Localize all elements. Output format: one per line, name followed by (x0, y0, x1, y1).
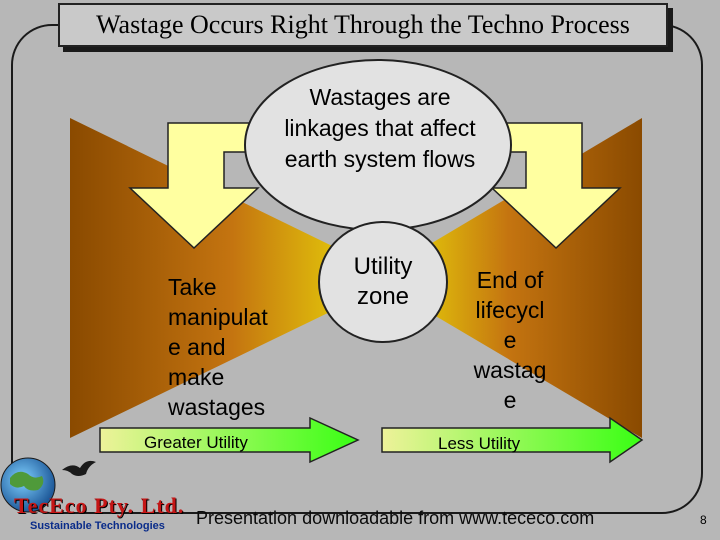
take-manipulate-text: Take manipulat e and make wastages (168, 274, 268, 420)
end-of-lifecycle-text: End of lifecycl e wastag e (473, 267, 547, 413)
globe-icon (0, 457, 56, 513)
utility-circle (318, 221, 448, 343)
footer-text: Presentation downloadable from www.tecec… (196, 508, 595, 528)
greater-utility-arrow (99, 416, 360, 464)
bird-icon (62, 460, 96, 476)
greater-utility-label: Greater Utility (144, 433, 248, 452)
company-tagline: Sustainable Technologies (30, 520, 165, 532)
less-utility-arrow (381, 416, 644, 464)
page-number: 8 (700, 513, 707, 527)
company-logo: TecEco Pty. Ltd. (14, 493, 185, 518)
utility-zone-label: Utility zone (353, 253, 413, 310)
slide-title: Wastage Occurs Right Through the Techno … (58, 3, 668, 47)
linkage-text: Wastages are linkages that affect earth … (284, 84, 476, 172)
less-utility-label: Less Utility (438, 434, 521, 453)
